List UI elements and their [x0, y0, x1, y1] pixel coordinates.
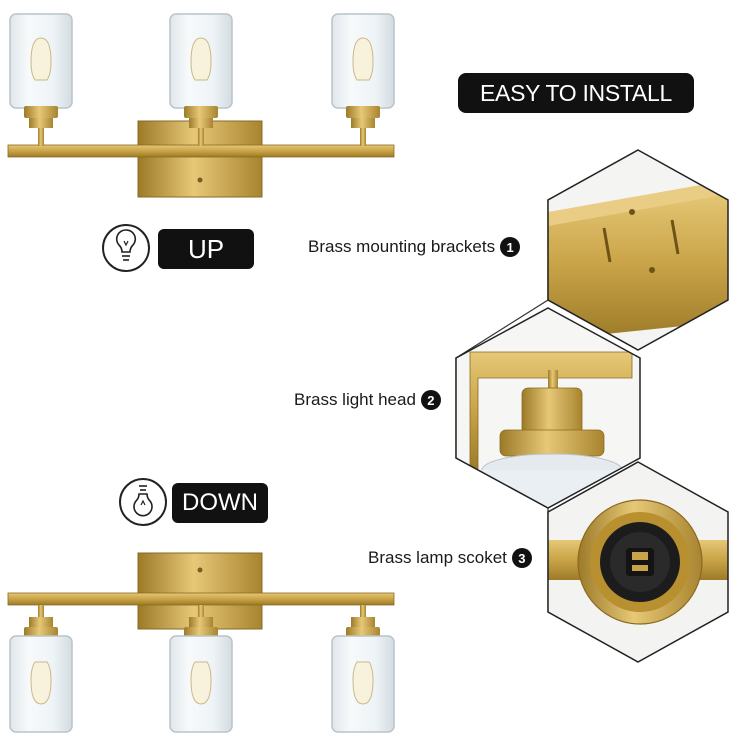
- easy-to-install-badge: EASY TO INSTALL: [458, 73, 694, 113]
- detail-mounting-brackets: [547, 149, 729, 351]
- light-bulb-up-icon: [102, 224, 150, 272]
- feature-lamp-socket: Brass lamp scoket 3: [368, 548, 532, 568]
- down-badge: DOWN: [172, 483, 268, 523]
- feature-light-head: Brass light head 2: [294, 390, 441, 410]
- feature-number: 3: [511, 548, 532, 568]
- light-bulb-down-icon: [119, 478, 167, 526]
- down-label: DOWN: [182, 489, 258, 516]
- feature-label: Brass mounting brackets: [308, 237, 496, 256]
- feature-number: 2: [420, 390, 441, 410]
- feature-number: 1: [500, 237, 521, 257]
- fixture-down: [7, 552, 395, 733]
- easy-to-install-label: EASY TO INSTALL: [480, 79, 672, 106]
- feature-mounting-brackets: Brass mounting brackets 1: [308, 237, 521, 257]
- up-badge: UP: [158, 229, 254, 269]
- detail-lamp-socket: [547, 461, 729, 663]
- feature-label: Brass light head: [294, 390, 416, 409]
- fixture-up: [7, 13, 395, 198]
- detail-light-head: [455, 307, 641, 509]
- feature-label: Brass lamp scoket: [368, 548, 507, 567]
- up-label: UP: [187, 233, 225, 264]
